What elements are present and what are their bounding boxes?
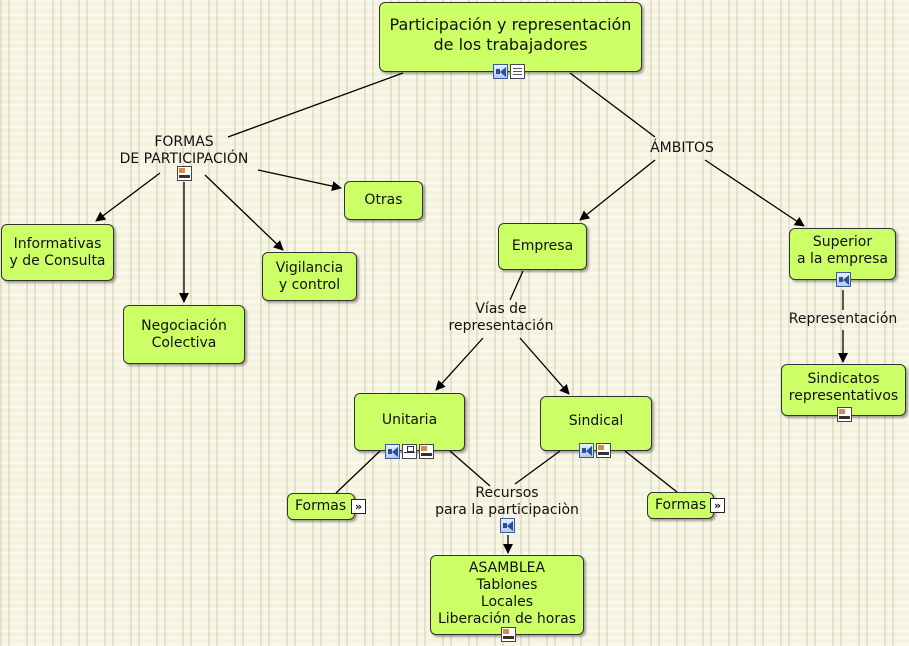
node-main-text: Participación y representación de los tr… bbox=[389, 15, 632, 54]
edge-vias-unitaria bbox=[435, 337, 484, 391]
node-empresa-text: Empresa bbox=[511, 238, 574, 254]
node-superior-text: Superior a la empresa bbox=[796, 234, 889, 267]
edge-unitaria-formas bbox=[335, 450, 381, 494]
main-icons bbox=[493, 64, 525, 79]
html-icon[interactable] bbox=[177, 166, 192, 181]
node-empresa[interactable]: Empresa bbox=[498, 223, 587, 270]
label-representacion: Representación bbox=[788, 311, 898, 327]
recursos-icons bbox=[500, 518, 515, 533]
asamblea-icons bbox=[501, 627, 516, 642]
edge-formas-informativas bbox=[95, 172, 161, 222]
node-main-topic[interactable]: Participación y representación de los tr… bbox=[379, 2, 642, 72]
node-asamblea[interactable]: ASAMBLEA Tablones Locales Liberación de … bbox=[430, 555, 584, 635]
html-icon[interactable] bbox=[419, 444, 434, 459]
edge-ambitos-empresa bbox=[579, 159, 656, 221]
node-formas-right[interactable]: Formas bbox=[647, 492, 714, 519]
node-formas-right-text: Formas bbox=[655, 497, 707, 513]
node-asamblea-text: ASAMBLEA Tablones Locales Liberación de … bbox=[437, 560, 577, 627]
document-icon[interactable] bbox=[510, 64, 525, 79]
formas-participacion-icons bbox=[177, 166, 192, 181]
edge-formas-otras bbox=[257, 169, 342, 191]
node-negociacion[interactable]: Negociación Colectiva bbox=[123, 305, 245, 364]
edge-formas-vigilancia bbox=[204, 174, 284, 251]
edge-unitaria-recursos bbox=[449, 450, 491, 487]
node-informativas[interactable]: Informativas y de Consulta bbox=[1, 224, 114, 281]
node-unitaria[interactable]: Unitaria bbox=[354, 393, 465, 451]
node-unitaria-text: Unitaria bbox=[381, 412, 438, 428]
speaker-icon[interactable] bbox=[385, 444, 400, 459]
edge-ambitos-superior bbox=[704, 159, 805, 227]
double-arrow-icon[interactable]: » bbox=[351, 499, 366, 514]
unitaria-icons bbox=[385, 444, 434, 459]
label-ambitos: ÁMBITOS bbox=[650, 140, 714, 156]
speaker-icon[interactable] bbox=[500, 518, 515, 533]
node-formas-left-text: Formas bbox=[295, 498, 347, 514]
speaker-icon[interactable] bbox=[493, 64, 508, 79]
node-sindical[interactable]: Sindical bbox=[540, 396, 652, 451]
node-negociacion-text: Negociación Colectiva bbox=[141, 317, 227, 351]
edge-empresa-vias bbox=[509, 270, 524, 301]
network-icon[interactable] bbox=[402, 444, 417, 459]
sindicatos-icons bbox=[837, 407, 852, 422]
node-sindical-text: Sindical bbox=[568, 413, 624, 429]
node-vigilancia-text: Vigilancia y control bbox=[275, 259, 344, 293]
node-otras-text: Otras bbox=[364, 192, 403, 208]
edge-sindical-formas bbox=[624, 450, 678, 493]
html-icon[interactable] bbox=[596, 443, 611, 458]
edge-vias-sindical bbox=[519, 337, 570, 395]
html-icon[interactable] bbox=[501, 627, 516, 642]
sindical-icons bbox=[579, 443, 611, 458]
superior-icons bbox=[836, 272, 851, 287]
double-arrow-icon[interactable]: » bbox=[710, 498, 725, 513]
edge-main-ambitos bbox=[569, 72, 656, 138]
speaker-icon[interactable] bbox=[836, 272, 851, 287]
node-vigilancia[interactable]: Vigilancia y control bbox=[262, 252, 357, 301]
speaker-icon[interactable] bbox=[579, 443, 594, 458]
formas-right-icons: » bbox=[710, 498, 725, 513]
node-formas-left[interactable]: Formas bbox=[287, 493, 355, 520]
edge-main-formas bbox=[227, 72, 404, 138]
formas-left-icons: » bbox=[351, 499, 366, 514]
label-vias-representacion: Vías de representación bbox=[448, 301, 554, 334]
label-formas-participacion: FORMAS DE PARTICIPACIÓN bbox=[119, 134, 249, 167]
node-sindicatos-text: Sindicatos representativos bbox=[788, 371, 899, 404]
node-informativas-text: Informativas y de Consulta bbox=[9, 235, 106, 269]
node-otras[interactable]: Otras bbox=[344, 181, 423, 220]
edge-sindical-recursos bbox=[514, 450, 561, 485]
label-recursos: Recursos para la participaciòn bbox=[435, 485, 579, 518]
html-icon[interactable] bbox=[837, 407, 852, 422]
